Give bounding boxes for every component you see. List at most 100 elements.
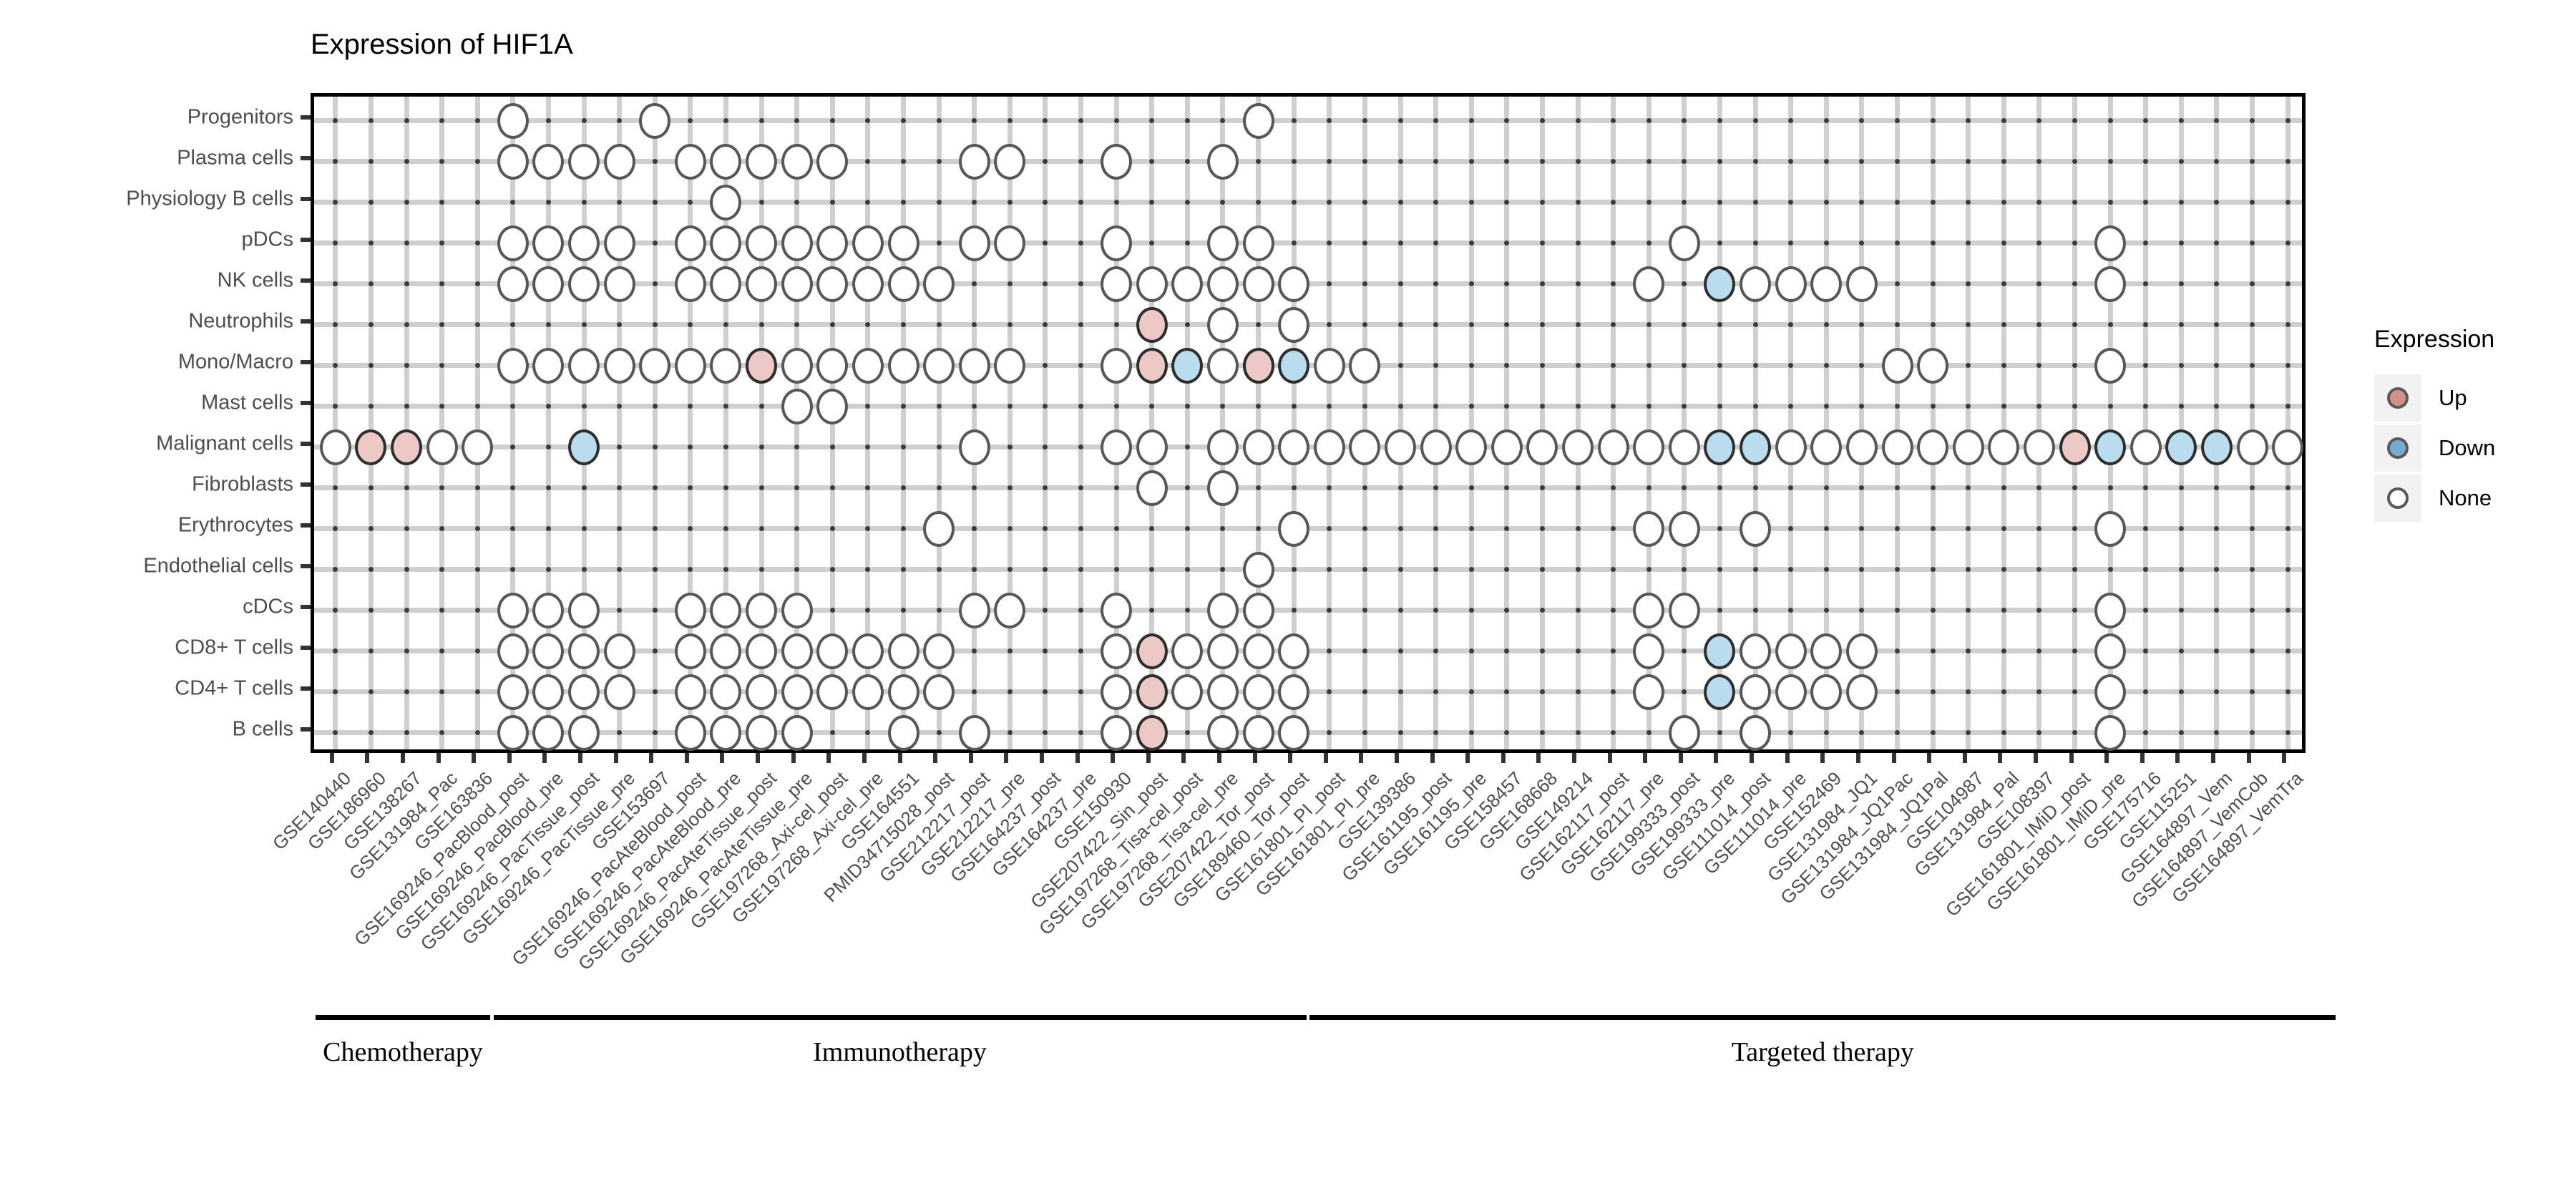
expression-dot-none[interactable]	[923, 266, 955, 302]
expression-dot-none[interactable]	[852, 225, 884, 261]
expression-dot-none[interactable]	[532, 714, 565, 751]
legend-item-down[interactable]: Down	[2374, 424, 2576, 472]
expression-dot-none[interactable]	[639, 347, 671, 384]
expression-dot-none[interactable]	[746, 714, 778, 751]
expression-dot-none[interactable]	[816, 143, 849, 180]
expression-dot-none[interactable]	[1242, 225, 1274, 261]
expression-dot-none[interactable]	[710, 225, 742, 261]
expression-dot-none[interactable]	[1101, 143, 1133, 180]
expression-dot-up[interactable]	[746, 347, 778, 384]
expression-dot-none[interactable]	[568, 266, 600, 302]
expression-dot-none[interactable]	[1775, 674, 1807, 710]
expression-dot-none[interactable]	[1242, 674, 1274, 710]
expression-dot-none[interactable]	[852, 347, 884, 384]
expression-dot-down[interactable]	[2200, 429, 2233, 465]
expression-dot-none[interactable]	[674, 714, 706, 751]
expression-dot-none[interactable]	[497, 143, 529, 180]
expression-dot-none[interactable]	[1101, 592, 1133, 628]
expression-dot-none[interactable]	[1988, 429, 2020, 465]
expression-dot-none[interactable]	[1740, 266, 1772, 302]
expression-dot-up[interactable]	[1136, 714, 1168, 751]
expression-dot-none[interactable]	[2094, 225, 2127, 261]
expression-dot-none[interactable]	[923, 674, 955, 710]
expression-dot-none[interactable]	[1775, 429, 1807, 465]
expression-dot-none[interactable]	[781, 592, 813, 628]
expression-dot-none[interactable]	[816, 633, 849, 669]
expression-dot-none[interactable]	[1810, 633, 1843, 669]
expression-dot-none[interactable]	[1740, 714, 1772, 751]
expression-dot-none[interactable]	[1101, 225, 1133, 261]
expression-dot-down[interactable]	[1740, 429, 1772, 465]
expression-dot-none[interactable]	[781, 388, 813, 424]
expression-dot-none[interactable]	[1206, 674, 1239, 710]
expression-dot-none[interactable]	[958, 592, 990, 628]
expression-dot-none[interactable]	[1668, 592, 1700, 628]
expression-dot-down[interactable]	[568, 429, 600, 465]
expression-dot-none[interactable]	[710, 633, 742, 669]
expression-dot-none[interactable]	[1242, 592, 1274, 628]
expression-dot-none[interactable]	[568, 347, 600, 384]
expression-dot-none[interactable]	[781, 633, 813, 669]
expression-dot-none[interactable]	[1206, 633, 1239, 669]
expression-dot-none[interactable]	[1136, 429, 1168, 465]
expression-dot-none[interactable]	[994, 225, 1026, 261]
expression-dot-none[interactable]	[923, 347, 955, 384]
expression-dot-none[interactable]	[1775, 266, 1807, 302]
expression-dot-none[interactable]	[1633, 510, 1665, 547]
expression-dot-none[interactable]	[532, 633, 565, 669]
expression-dot-none[interactable]	[1278, 510, 1310, 547]
expression-dot-none[interactable]	[1491, 429, 1523, 465]
expression-dot-none[interactable]	[497, 714, 529, 751]
expression-dot-none[interactable]	[1171, 633, 1204, 669]
expression-dot-up[interactable]	[391, 429, 423, 465]
expression-dot-none[interactable]	[816, 347, 849, 384]
expression-dot-none[interactable]	[2094, 592, 2127, 628]
expression-dot-up[interactable]	[1136, 674, 1168, 710]
expression-dot-none[interactable]	[532, 674, 565, 710]
expression-dot-none[interactable]	[887, 225, 919, 261]
expression-dot-none[interactable]	[497, 102, 529, 139]
expression-dot-none[interactable]	[532, 225, 565, 261]
expression-dot-none[interactable]	[1881, 347, 1913, 384]
expression-dot-none[interactable]	[2236, 429, 2268, 465]
expression-dot-down[interactable]	[1278, 347, 1310, 384]
expression-dot-none[interactable]	[2094, 714, 2127, 751]
expression-dot-none[interactable]	[994, 143, 1026, 180]
expression-dot-up[interactable]	[1136, 306, 1168, 343]
expression-dot-none[interactable]	[497, 592, 529, 628]
expression-dot-none[interactable]	[1101, 633, 1133, 669]
expression-dot-none[interactable]	[816, 266, 849, 302]
expression-dot-none[interactable]	[1668, 510, 1700, 547]
expression-dot-none[interactable]	[710, 674, 742, 710]
expression-dot-none[interactable]	[568, 714, 600, 751]
expression-dot-none[interactable]	[710, 184, 742, 220]
expression-dot-none[interactable]	[1668, 714, 1700, 751]
expression-dot-down[interactable]	[1704, 266, 1736, 302]
expression-dot-none[interactable]	[923, 633, 955, 669]
expression-dot-none[interactable]	[674, 674, 706, 710]
expression-dot-none[interactable]	[497, 633, 529, 669]
expression-dot-none[interactable]	[1917, 429, 1949, 465]
legend-item-none[interactable]: None	[2374, 475, 2576, 522]
expression-dot-none[interactable]	[958, 714, 990, 751]
expression-dot-none[interactable]	[532, 266, 565, 302]
expression-dot-none[interactable]	[2094, 633, 2127, 669]
expression-dot-none[interactable]	[994, 347, 1026, 384]
expression-dot-none[interactable]	[568, 225, 600, 261]
expression-dot-none[interactable]	[1171, 674, 1204, 710]
expression-dot-none[interactable]	[603, 633, 635, 669]
expression-dot-up[interactable]	[2059, 429, 2091, 465]
expression-dot-down[interactable]	[1704, 674, 1736, 710]
expression-dot-none[interactable]	[1845, 429, 1878, 465]
expression-dot-down[interactable]	[1704, 633, 1736, 669]
expression-dot-none[interactable]	[1349, 347, 1381, 384]
expression-dot-none[interactable]	[1455, 429, 1488, 465]
expression-dot-none[interactable]	[1633, 266, 1665, 302]
expression-dot-down[interactable]	[2165, 429, 2197, 465]
expression-dot-none[interactable]	[1206, 266, 1239, 302]
expression-dot-none[interactable]	[710, 143, 742, 180]
expression-dot-none[interactable]	[1278, 266, 1310, 302]
legend-item-up[interactable]: Up	[2374, 374, 2576, 422]
expression-dot-none[interactable]	[1740, 633, 1772, 669]
expression-dot-none[interactable]	[746, 633, 778, 669]
